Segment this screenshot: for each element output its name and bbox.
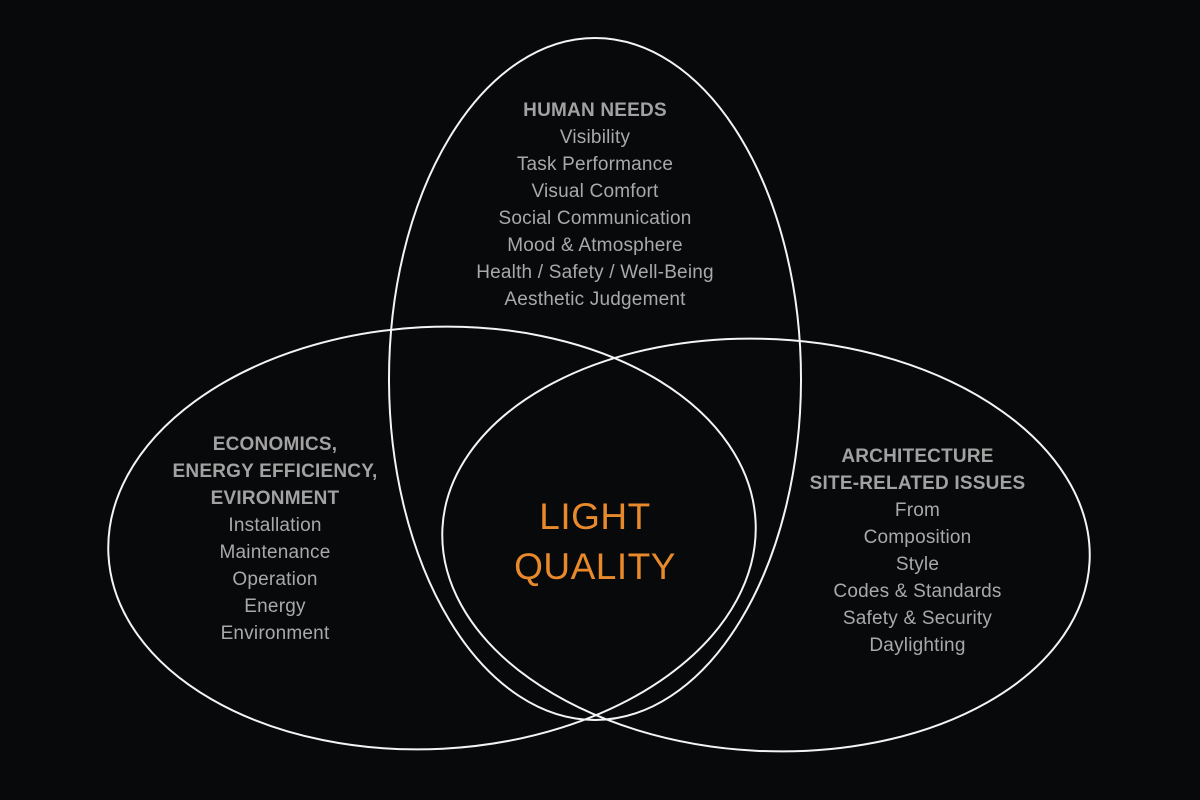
human-needs-ellipse (388, 37, 802, 721)
light-quality-label: LIGHT QUALITY (480, 492, 710, 592)
list-item: Maintenance (219, 542, 331, 563)
list-item: Installation (228, 515, 322, 536)
economics-list: Installation Maintenance Operation Energ… (140, 512, 410, 647)
list-item: Daylighting (869, 635, 966, 656)
economics-group: ECONOMICS, ENERGY EFFICIENCY, EVIRONMENT… (140, 431, 410, 647)
list-item: Visibility (559, 127, 631, 148)
architecture-group: ARCHITECTURE SITE-RELATED ISSUES From Co… (780, 443, 1055, 659)
list-item: Safety & Security (842, 608, 993, 629)
list-item: From (894, 500, 941, 521)
economics-heading: ECONOMICS, ENERGY EFFICIENCY, EVIRONMENT (140, 431, 410, 512)
center-label-line: QUALITY (514, 546, 676, 587)
list-item: Environment (220, 623, 330, 644)
list-item: Visual Comfort (531, 181, 659, 202)
human-needs-list: Visibility Task Performance Visual Comfo… (420, 124, 770, 313)
economics-heading-line: EVIRONMENT (210, 488, 340, 509)
list-item: Mood & Atmosphere (507, 235, 683, 256)
list-item: Style (895, 554, 940, 575)
list-item: Social Communication (498, 208, 692, 229)
human-needs-group: HUMAN NEEDS Visibility Task Performance … (420, 97, 770, 313)
list-item: Energy (244, 596, 306, 617)
list-item: Operation (232, 569, 318, 590)
architecture-heading: ARCHITECTURE SITE-RELATED ISSUES (780, 443, 1055, 497)
architecture-heading-line: SITE-RELATED ISSUES (809, 473, 1026, 494)
architecture-heading-line: ARCHITECTURE (841, 446, 994, 467)
economics-ellipse (107, 325, 757, 751)
architecture-ellipse (441, 337, 1091, 753)
human-needs-heading: HUMAN NEEDS (523, 100, 667, 121)
list-item: Aesthetic Judgement (504, 289, 686, 310)
center-label-line: LIGHT (539, 496, 651, 537)
list-item: Composition (863, 527, 972, 548)
list-item: Codes & Standards (833, 581, 1002, 602)
architecture-list: From Composition Style Codes & Standards… (780, 497, 1055, 659)
list-item: Health / Safety / Well-Being (476, 262, 714, 283)
economics-heading-line: ECONOMICS, (212, 434, 338, 455)
economics-heading-line: ENERGY EFFICIENCY, (172, 461, 378, 482)
list-item: Task Performance (516, 154, 674, 175)
